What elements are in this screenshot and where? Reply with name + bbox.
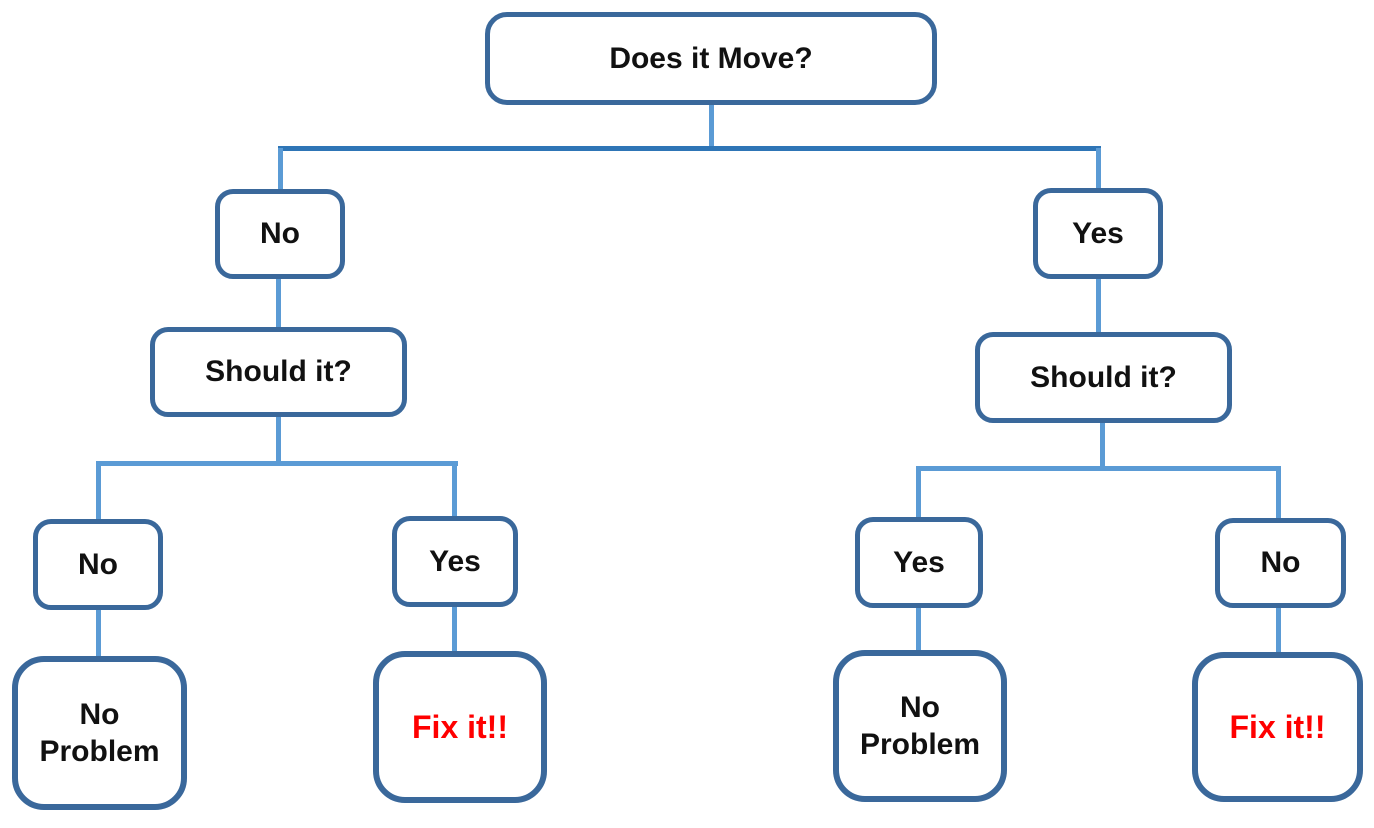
connector-root-stem [709,103,714,150]
connector-right-should-stem [1100,420,1105,470]
node-result-fix-it-left: Fix it!! [373,651,547,803]
node-label: No [78,547,118,581]
node-label: No Problem [859,690,981,762]
node-left-no-answer: No [33,519,163,610]
node-label: Fix it!! [412,709,508,745]
node-right-no-answer: No [1215,518,1346,608]
node-label: No [1260,546,1301,580]
node-label: Fix it!! [1229,709,1326,745]
node-result-fix-it-right: Fix it!! [1192,652,1363,802]
node-left-answer-no: No [215,189,345,279]
connector-right-no-drop [1276,468,1281,520]
node-result-no-problem-right: No Problem [833,650,1007,802]
connector-spine [278,146,1101,151]
connector-left-drop [278,148,283,192]
connector-left-no-drop [96,463,101,520]
connector-right-branch-bar [916,466,1281,471]
node-right-should-it: Should it? [975,332,1232,423]
connector-right-no-to-result [1276,606,1281,654]
node-right-answer-yes: Yes [1033,188,1163,279]
connector-left-yes-drop [452,463,457,518]
node-label: Should it? [205,355,352,389]
connector-left-should-stem [276,415,281,465]
node-label: No Problem [39,697,160,769]
node-right-yes-answer: Yes [855,517,983,608]
node-left-yes-answer: Yes [392,516,518,607]
connector-right-drop [1096,148,1101,192]
node-left-should-it: Should it? [150,327,407,417]
node-label: Yes [893,545,945,579]
connector-left-yes-to-result [452,603,457,653]
node-label: Yes [429,544,481,578]
node-label: Should it? [1030,360,1177,394]
connector-right-yes-to-result [916,605,921,652]
connector-left-no-to-result [96,606,101,658]
node-label: Does it Move? [609,41,813,75]
node-result-no-problem-left: No Problem [12,656,187,810]
node-label: No [260,217,300,251]
connector-right-yes-to-should [1096,276,1101,334]
connector-right-yes-drop [916,468,921,519]
connector-left-no-to-should [276,277,281,330]
node-root-question: Does it Move? [485,12,937,105]
node-label: Yes [1072,216,1124,250]
connector-left-branch-bar [96,461,458,466]
